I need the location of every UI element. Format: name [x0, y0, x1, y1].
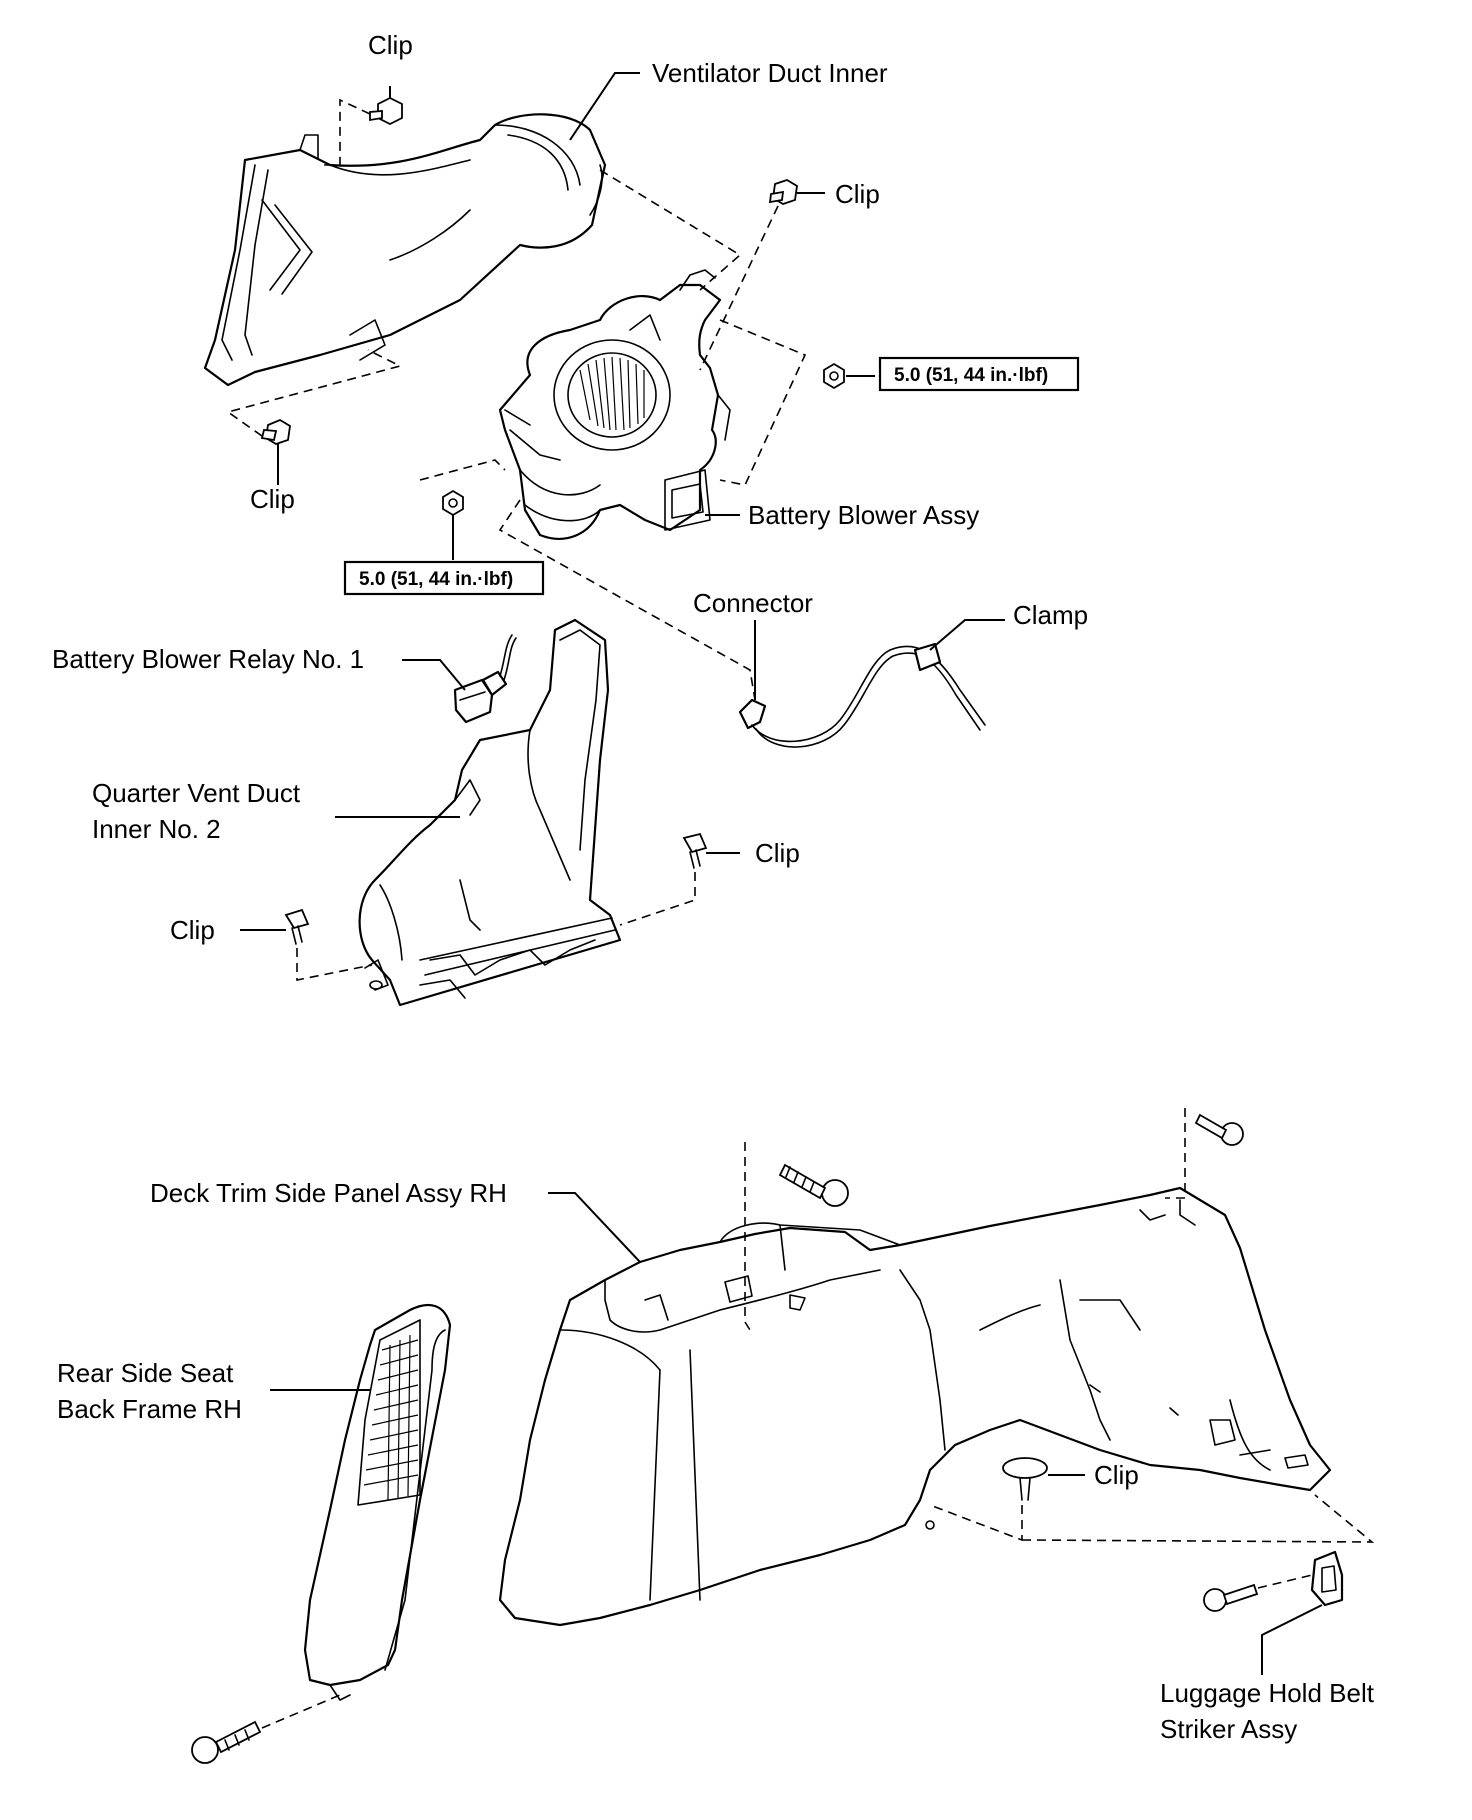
battery-blower-relay — [453, 634, 517, 724]
label-luggage-hold-1: Luggage Hold Belt — [1160, 1678, 1375, 1708]
clip-fastener-top — [369, 96, 403, 126]
bolt-deck-top-right — [1194, 1113, 1244, 1146]
quarter-vent-duct-inner — [358, 618, 622, 1007]
ventilator-duct-inner — [203, 113, 607, 387]
label-battery-blower-relay: Battery Blower Relay No. 1 — [52, 644, 364, 674]
label-deck-trim-side-panel: Deck Trim Side Panel Assy RH — [150, 1178, 507, 1208]
torque-value-lower: 5.0 (51, 44 in.·lbf) — [359, 569, 513, 590]
luggage-hold-belt-striker — [1310, 1550, 1344, 1607]
torque-spec-upper: 5.0 (51, 44 in.·lbf) — [878, 356, 1080, 392]
torque-spec-lower: 5.0 (51, 44 in.·lbf) — [343, 560, 545, 596]
torque-value-upper: 5.0 (51, 44 in.·lbf) — [894, 365, 1048, 386]
label-clamp: Clamp — [1013, 600, 1088, 630]
label-rear-side-seat-1: Rear Side Seat — [57, 1358, 234, 1388]
clip-fastener-qv-left — [284, 908, 310, 945]
wire-harness — [738, 642, 986, 748]
label-clip-blower: Clip — [835, 179, 880, 209]
label-luggage-hold-2: Striker Assy — [1160, 1714, 1297, 1744]
rear-side-seat-back-frame — [303, 1303, 452, 1701]
label-connector: Connector — [693, 588, 813, 618]
nut-lower — [442, 489, 464, 517]
clip-fastener-qv-right — [682, 832, 708, 869]
label-quarter-vent-duct-1: Quarter Vent Duct — [92, 778, 301, 808]
bolt-luggage — [1203, 1583, 1259, 1612]
label-clip-top: Clip — [368, 30, 413, 60]
label-clip-qv-right: Clip — [755, 838, 800, 868]
clip-fastener-deck — [1002, 1457, 1048, 1501]
label-clip-qv-left: Clip — [170, 915, 215, 945]
bolt-deck-top-center — [778, 1163, 849, 1207]
label-ventilator-duct-inner: Ventilator Duct Inner — [652, 58, 888, 88]
label-battery-blower-assy: Battery Blower Assy — [748, 500, 979, 530]
deck-trim-side-panel — [498, 1186, 1332, 1627]
bolt-seat-frame — [191, 1720, 262, 1764]
clip-fastener-left — [260, 418, 291, 445]
battery-blower-assy — [498, 269, 731, 540]
label-clip-deck: Clip — [1094, 1460, 1139, 1490]
nut-upper — [823, 362, 845, 390]
label-clip-left: Clip — [250, 484, 295, 514]
label-rear-side-seat-2: Back Frame RH — [57, 1394, 242, 1424]
clip-fastener-blower — [768, 179, 798, 205]
label-quarter-vent-duct-2: Inner No. 2 — [92, 814, 221, 844]
